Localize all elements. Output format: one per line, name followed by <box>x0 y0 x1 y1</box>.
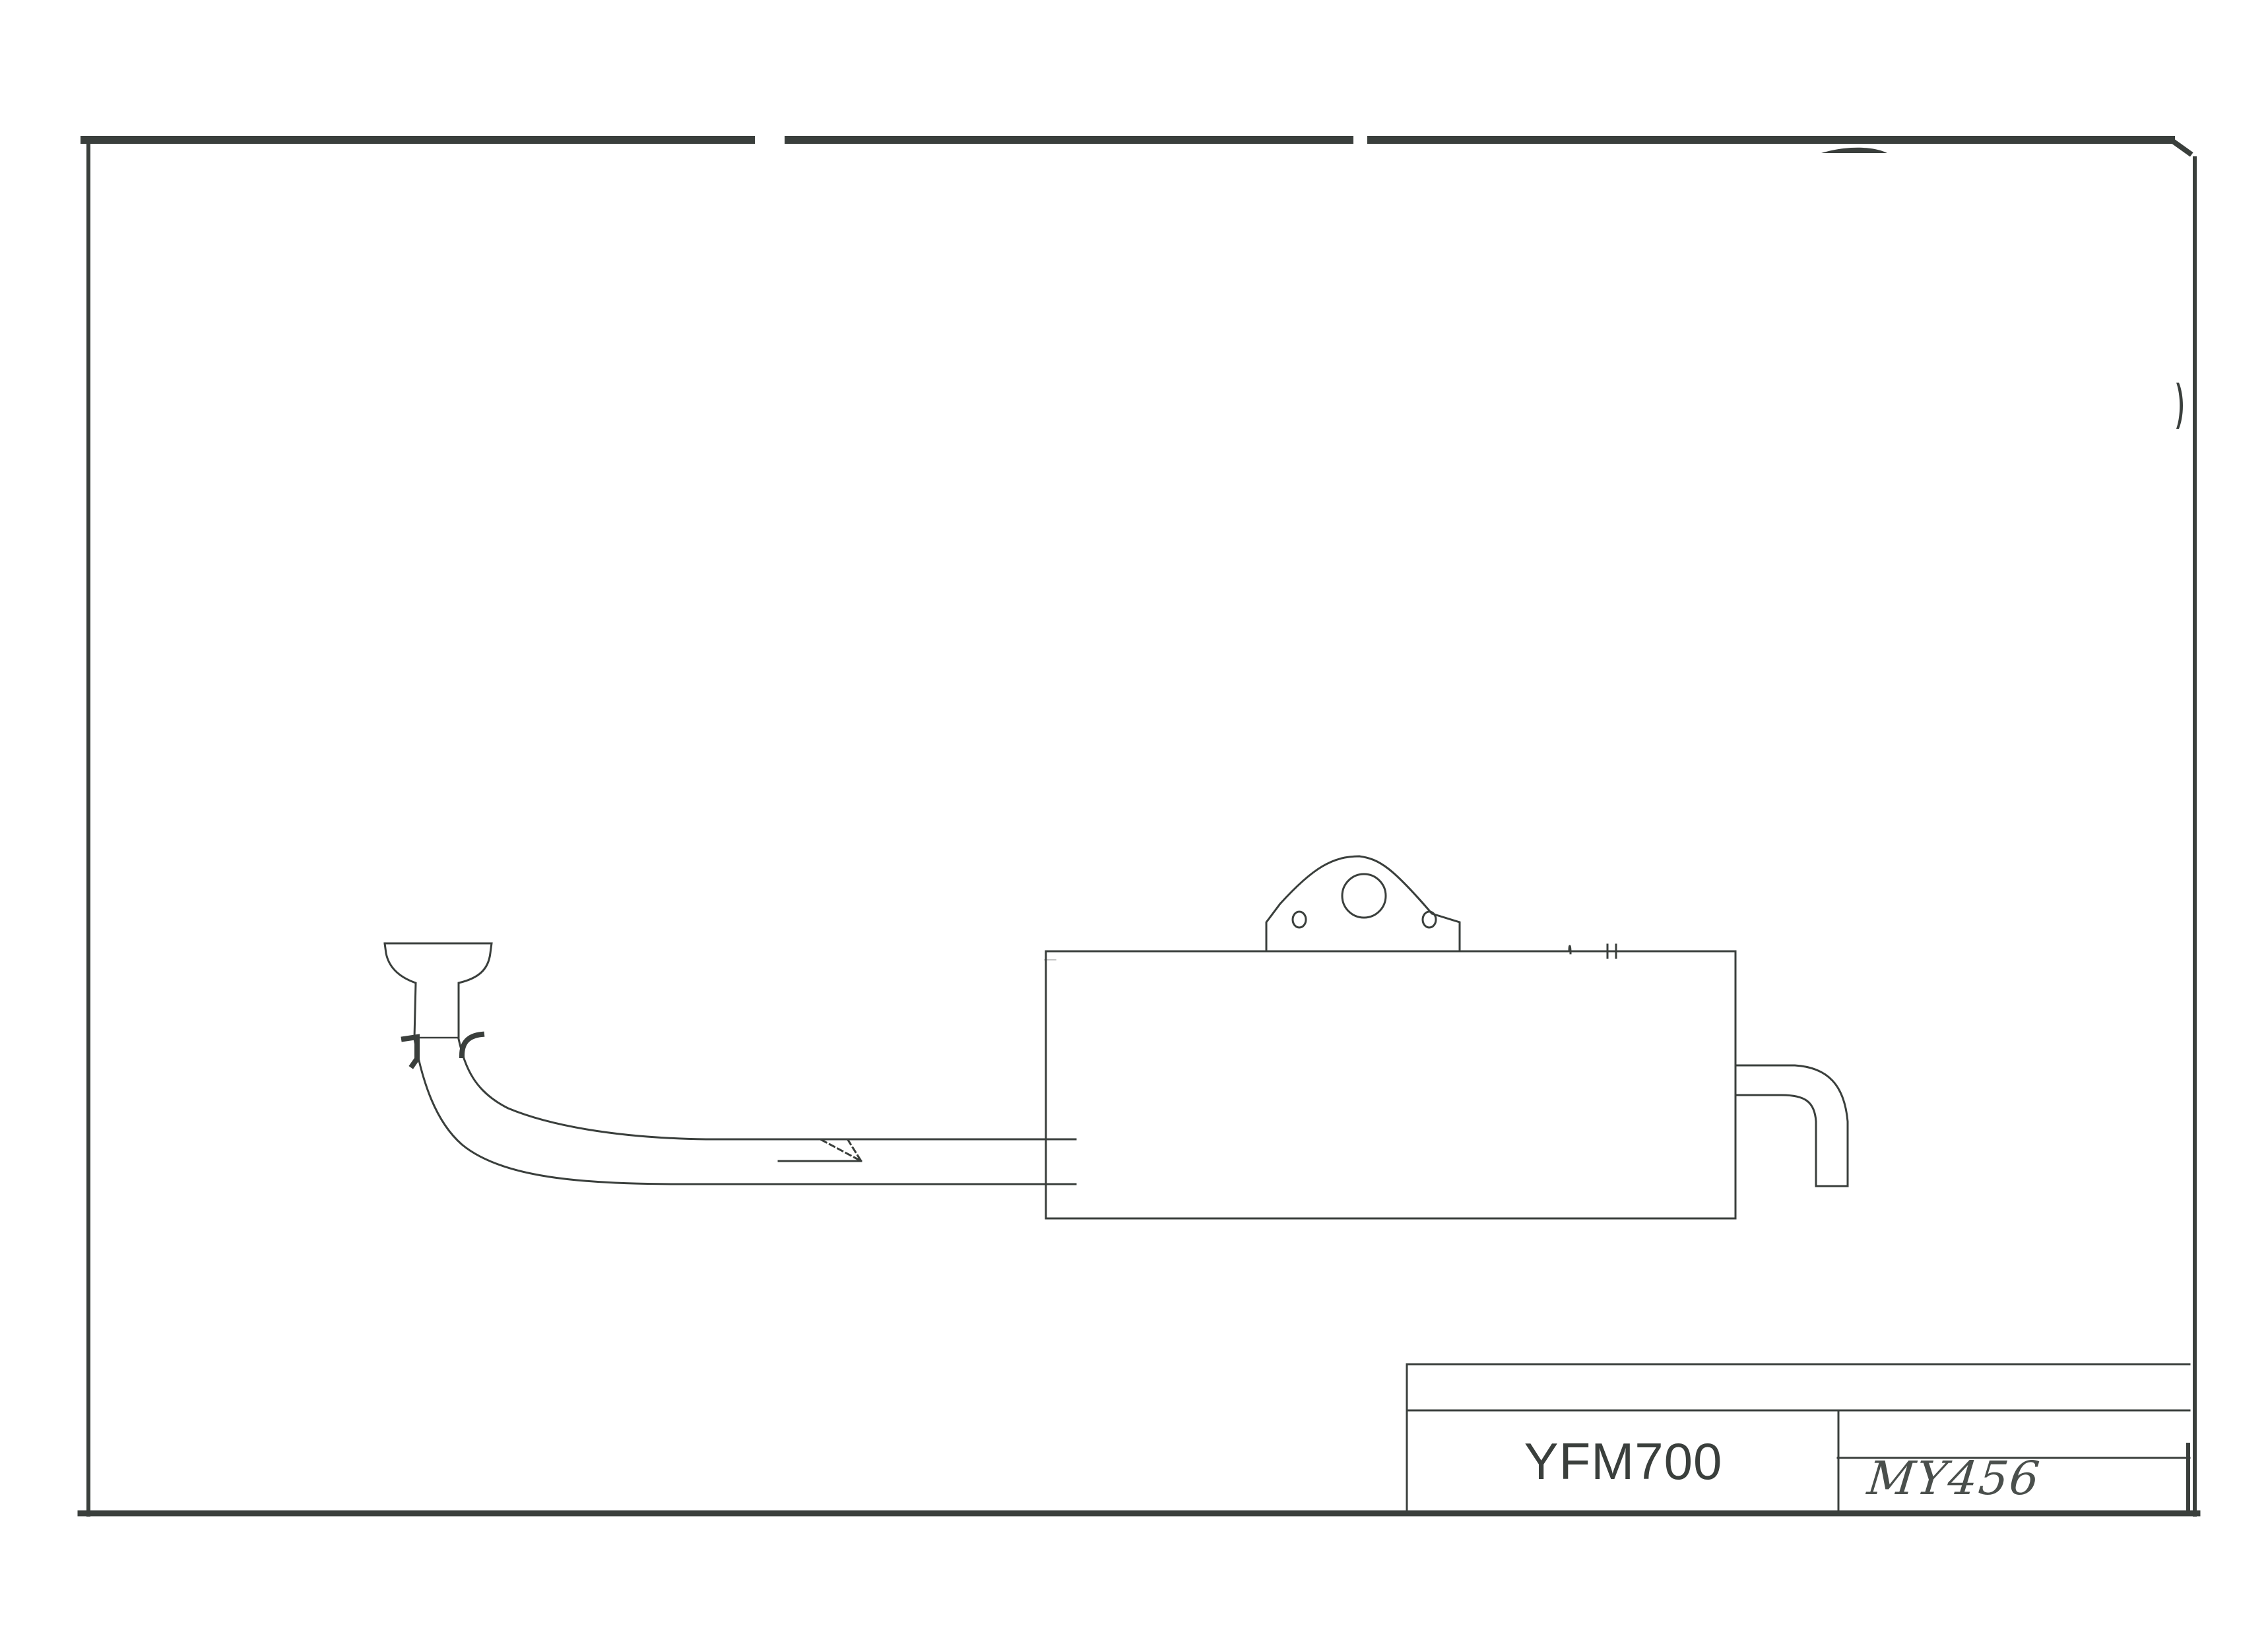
flow-arrow <box>777 1138 864 1164</box>
drawing-border <box>77 136 2201 1517</box>
header-pipe <box>401 1031 1077 1185</box>
model-number-label: YFM700 <box>1524 1432 1723 1490</box>
muffler-body <box>1044 943 1737 1220</box>
tailpipe-outlet <box>1734 1064 1849 1187</box>
header-flange <box>383 942 493 1039</box>
handwritten-drawing-ref: MY456 <box>1865 1451 2044 1505</box>
scan-artifacts <box>1821 147 2183 429</box>
title-block <box>1406 1363 2191 1515</box>
mounting-bracket <box>1265 855 1461 953</box>
